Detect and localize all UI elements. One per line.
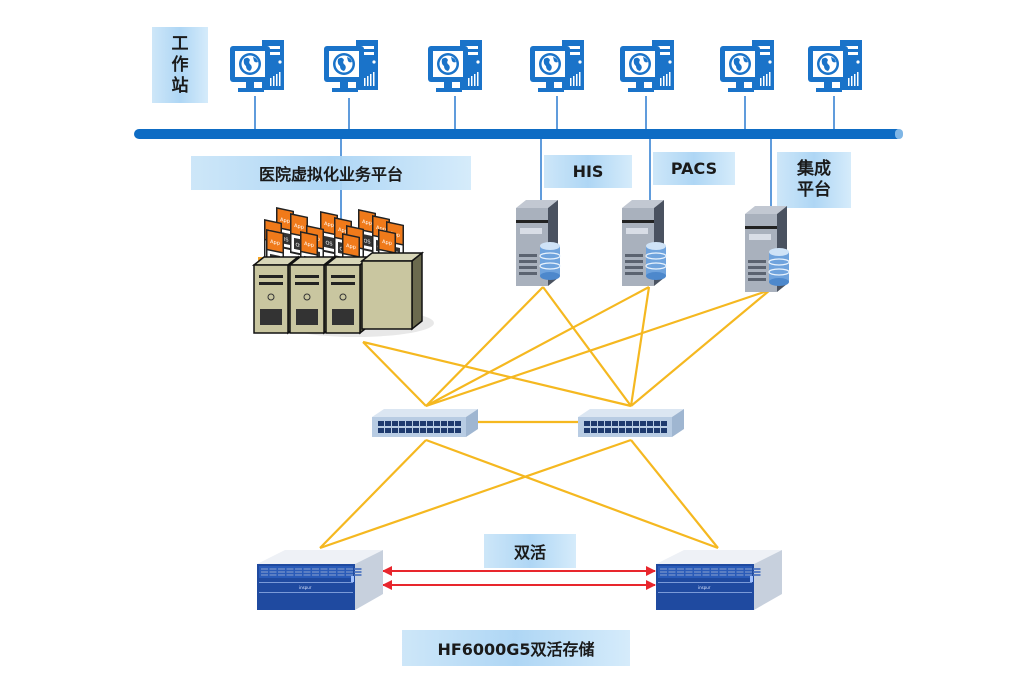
svg-text:App: App <box>346 243 356 251</box>
network-backbone <box>134 129 902 139</box>
database-server-icon <box>516 200 561 286</box>
storage-array-icon: inspur <box>656 550 782 610</box>
his-label: HIS <box>544 155 632 188</box>
svg-text:App: App <box>304 241 314 249</box>
svg-text:App: App <box>338 227 348 235</box>
fc-link <box>542 286 632 407</box>
fc-link <box>362 340 632 408</box>
fc-link <box>425 286 650 407</box>
fc-link <box>319 438 632 550</box>
svg-text:inspur: inspur <box>299 585 312 590</box>
integration-platform-label: 集成 平台 <box>777 152 851 208</box>
svg-text:App: App <box>362 219 372 227</box>
fc-link <box>362 341 427 407</box>
svg-text:App: App <box>382 239 392 247</box>
svg-text:OS: OS <box>325 240 332 247</box>
workstation-computer-icon <box>808 40 862 92</box>
workstation-label-char: 工 <box>171 33 189 54</box>
storage-label: HF6000G5双活存储 <box>402 630 630 666</box>
workstation-computer-icon <box>620 40 674 92</box>
svg-text:App: App <box>324 221 334 229</box>
fc-link <box>425 288 771 408</box>
database-server-icon <box>745 206 790 292</box>
workstation-computer-icon <box>530 40 584 92</box>
workstation-label: 工 作 站 <box>152 27 208 103</box>
fc-link <box>630 439 719 549</box>
workstation-label-char: 站 <box>171 75 189 96</box>
svg-text:OS: OS <box>363 238 370 245</box>
active-active-label: 双活 <box>484 534 576 568</box>
virtualization-platform-label: 医院虚拟化业务平台 <box>191 156 471 190</box>
workstation-computer-icon <box>230 40 284 92</box>
svg-text:App: App <box>270 239 280 247</box>
backbone-end-cap <box>895 129 903 139</box>
storage-array-icon: inspur <box>257 550 383 610</box>
svg-text:OS: OS <box>281 236 288 243</box>
svg-text:OS: OS <box>295 242 302 249</box>
svg-text:inspur: inspur <box>698 585 711 590</box>
integration-platform-label-line: 平台 <box>797 180 831 200</box>
server-tower-icon <box>359 251 425 331</box>
pacs-label: PACS <box>653 152 735 185</box>
fc-switch-icon <box>578 409 684 437</box>
fc-link <box>319 439 427 549</box>
workstation-computer-icon <box>324 40 378 92</box>
database-server-icon <box>622 200 667 286</box>
workstation-computer-icon <box>428 40 482 92</box>
fc-link <box>630 289 771 407</box>
integration-platform-label-line: 集成 <box>797 159 831 179</box>
workstation-computer-icon <box>720 40 774 92</box>
fc-link <box>629 286 651 407</box>
svg-text:App: App <box>280 217 290 225</box>
fc-link <box>425 438 719 550</box>
workstation-label-char: 作 <box>171 54 189 75</box>
virtualized-server-cluster-icon: AppOSAppOSAppOSAppOSAppOSAppOSAppOSAppOS… <box>251 207 434 337</box>
fc-link <box>425 286 544 407</box>
svg-text:App: App <box>376 225 386 233</box>
svg-text:App: App <box>294 223 304 231</box>
fc-switch-icon <box>372 409 478 437</box>
